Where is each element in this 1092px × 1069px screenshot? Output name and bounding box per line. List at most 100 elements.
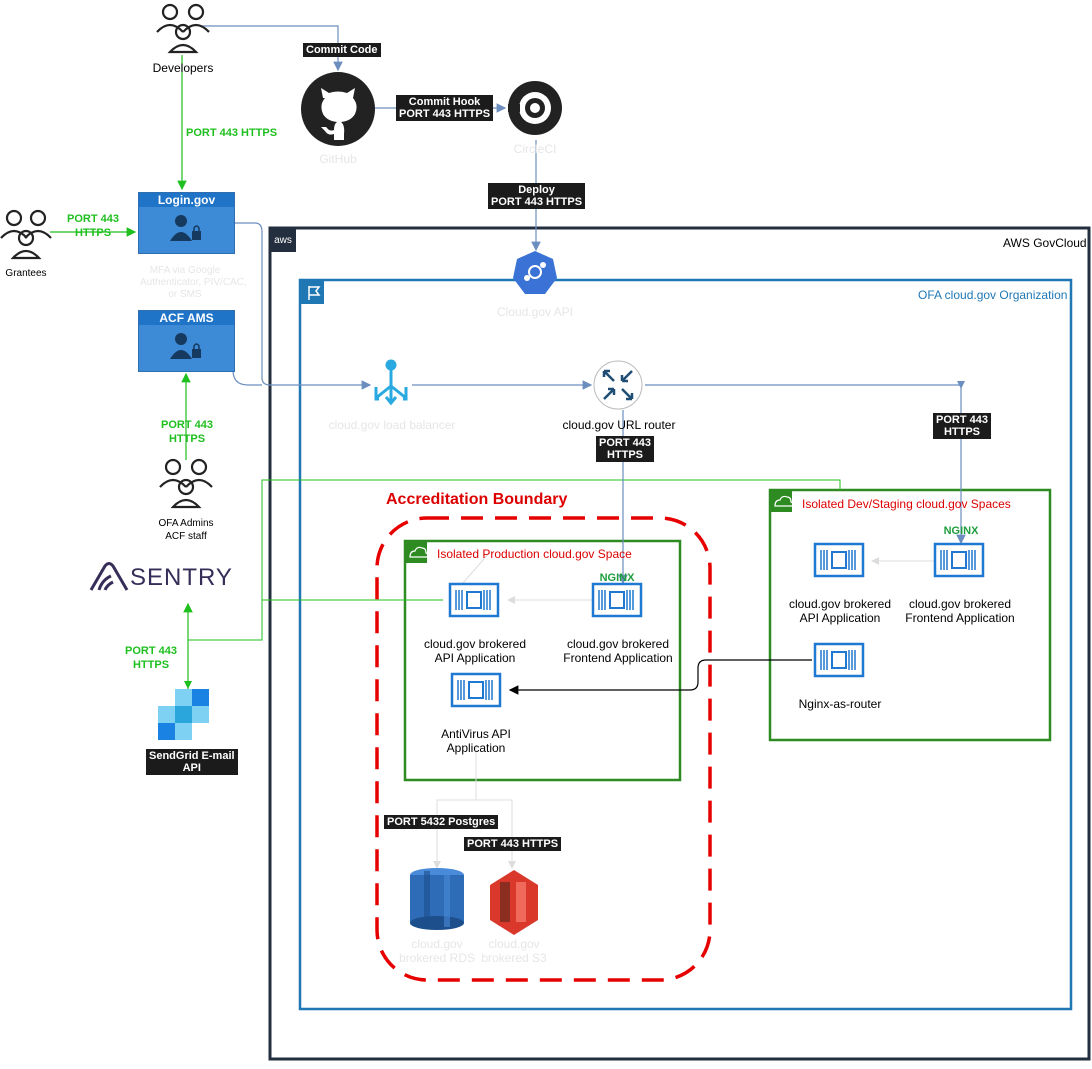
sendgrid-port-label: PORT 443 HTTPS <box>118 644 184 672</box>
nginx-logo-prod: NGINX <box>599 572 635 584</box>
av-to-s3-line <box>476 799 516 869</box>
grantees-icon <box>0 209 52 260</box>
dev-frontend-line2: Frontend Application <box>905 611 1015 625</box>
s3-label: cloud.gov brokered S3 <box>474 937 554 965</box>
router-prod-port-line1: PORT 443 <box>599 437 651 449</box>
commit-hook-line2: PORT 443 HTTPS <box>399 108 491 120</box>
dev-api-chip-icon <box>813 542 865 578</box>
cloud-icon-box-dev <box>770 490 792 512</box>
sendgrid-line2: API <box>182 762 201 774</box>
developers-icon <box>156 3 210 54</box>
prod-frontend-line1: cloud.gov brokered <box>566 637 670 651</box>
router-prod-port-label: PORT 443 HTTPS <box>596 436 654 462</box>
admins-icon <box>159 458 213 509</box>
cloudgov-api-icon <box>513 251 557 294</box>
sentry-label: SENTRY <box>130 564 233 591</box>
commit-hook-line1: Commit Hook <box>408 96 481 108</box>
github-label: GitHub <box>319 152 357 166</box>
url-router-label: cloud.gov URL router <box>562 418 676 432</box>
dev-api-label: cloud.gov brokered API Application <box>780 597 900 625</box>
aws-govcloud-region <box>268 226 1091 1061</box>
admins-line1: OFA Admins <box>158 518 214 529</box>
user-lock-icon <box>170 215 201 241</box>
mfa-line3: or SMS <box>168 289 202 300</box>
rds-line1: cloud.gov <box>411 937 463 951</box>
sendgrid-label: SendGrid E-mail API <box>146 749 238 775</box>
grantee-port-line2: HTTPS <box>74 227 112 239</box>
admin-port-label: PORT 443 HTTPS <box>152 418 222 446</box>
dev-space-label: Isolated Dev/Staging cloud.gov Spaces <box>802 497 1011 511</box>
prod-api-line2: API Application <box>434 651 516 665</box>
dev-frontend-label: cloud.gov brokered Frontend Application <box>900 597 1020 625</box>
router-dev-port-line1: PORT 443 <box>936 414 988 426</box>
nginx-router-chip-icon <box>813 642 865 678</box>
router-to-dev-line <box>645 384 966 545</box>
router-prod-port-line2: HTTPS <box>606 449 644 461</box>
s3-line2: brokered S3 <box>481 951 547 965</box>
s3-port-label: PORT 443 HTTPS <box>464 837 562 851</box>
circleci-icon <box>508 81 562 135</box>
sendgrid-line1: SendGrid E-mail <box>149 750 235 762</box>
sentry-icon <box>89 562 129 591</box>
nginx-router-to-antivirus-line <box>508 659 812 695</box>
nginx-logo-dev: NGINX <box>943 525 979 537</box>
grantee-port-label: PORT 443 HTTPS <box>60 212 126 240</box>
circleci-label: CircleCI <box>513 142 557 156</box>
antivirus-line1: AntiVirus API <box>441 727 511 741</box>
rds-line2: brokered RDS <box>398 951 476 965</box>
dev-api-line2: API Application <box>799 611 881 625</box>
flag-icon <box>308 286 321 300</box>
deploy-line1: Deploy <box>518 184 555 196</box>
prod-frontend-chip-icon <box>591 582 643 618</box>
antivirus-line2: Application <box>446 741 506 755</box>
accreditation-boundary <box>375 516 712 982</box>
ofa-org-region <box>298 278 1073 1011</box>
acf-ams-title: ACF AMS <box>139 311 234 325</box>
lock-cloud-icon-dev <box>774 495 794 507</box>
mfa-line2: Authenticator, PIV/CAC, <box>140 277 247 288</box>
antivirus-chip-icon <box>450 672 502 708</box>
aws-logo-text: aws <box>274 235 292 246</box>
user-lock-icon <box>170 333 201 359</box>
postgres-port-label: PORT 5432 Postgres <box>384 815 499 829</box>
router-dev-port-line2: HTTPS <box>943 426 981 438</box>
login-gov-panel[interactable]: Login.gov <box>138 192 235 254</box>
prod-api-label: cloud.gov brokered API Application <box>415 637 535 665</box>
dev-frontend-chip-icon <box>933 542 985 578</box>
aws-logo-box <box>270 228 296 252</box>
mfa-note: MFA via Google Authenticator, PIV/CAC, o… <box>140 265 247 301</box>
ams-to-lb-line <box>232 369 262 386</box>
dev-api-line1: cloud.gov brokered <box>788 597 892 611</box>
deploy-line2: PORT 443 HTTPS <box>491 196 583 208</box>
prod-api-chip-icon <box>448 582 500 618</box>
app-chip-icons <box>448 542 985 708</box>
sendgrid-port-line1: PORT 443 <box>125 645 177 657</box>
acf-ams-panel[interactable]: ACF AMS <box>138 310 235 372</box>
admins-label: OFA Admins ACF staff <box>146 517 226 543</box>
prod-api-line1: cloud.gov brokered <box>423 637 527 651</box>
lock-cloud-icon-prod <box>409 546 429 558</box>
antivirus-label: AntiVirus API Application <box>427 727 525 755</box>
prod-frontend-label: cloud.gov brokered Frontend Application <box>558 637 678 665</box>
s3-line1: cloud.gov <box>488 937 540 951</box>
cloud-icon-box-prod <box>405 541 427 563</box>
api-to-prodspace-line <box>462 551 491 584</box>
deploy-label: Deploy PORT 443 HTTPS <box>488 183 586 209</box>
login-to-lb-line <box>233 222 372 390</box>
prod-space-label: Isolated Production cloud.gov Space <box>437 547 632 561</box>
mfa-line1: MFA via Google <box>149 265 221 276</box>
rds-label: cloud.gov brokered RDS <box>392 937 482 965</box>
sendgrid-port-line2: HTTPS <box>132 659 170 671</box>
admin-port-line1: PORT 443 <box>161 419 213 431</box>
prod-api-to-sendgrid-line <box>184 599 443 689</box>
aws-govcloud-label: AWS GovCloud <box>1003 236 1087 250</box>
rds-icon <box>410 868 464 930</box>
load-balancer-label: cloud.gov load balancer <box>328 418 456 432</box>
router-dev-port-label: PORT 443 HTTPS <box>933 413 991 439</box>
github-icon <box>301 72 375 146</box>
commit-hook-label: Commit Hook PORT 443 HTTPS <box>396 95 494 121</box>
router-dev-arrowhead <box>957 381 965 389</box>
admin-port-line2: HTTPS <box>168 433 206 445</box>
load-balancer-icon <box>374 359 408 406</box>
sendgrid-icon <box>158 689 209 740</box>
